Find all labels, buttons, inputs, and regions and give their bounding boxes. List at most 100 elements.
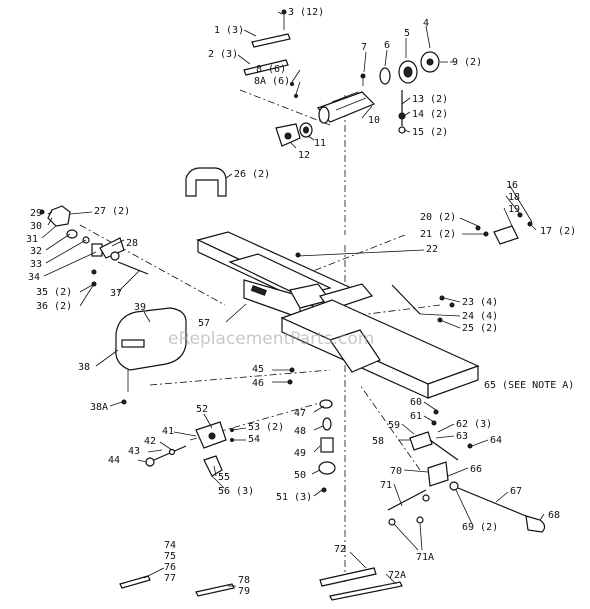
callout-75: 75 bbox=[164, 551, 176, 562]
callout-43: 43 bbox=[128, 446, 140, 457]
callout-49: 49 bbox=[294, 448, 306, 459]
drive-pin bbox=[398, 90, 406, 134]
callout-23: 23 (4) bbox=[462, 297, 498, 308]
callout-9: 9 (2) bbox=[452, 57, 482, 68]
callout-41: 41 bbox=[162, 426, 174, 437]
callout-39: 39 bbox=[134, 302, 146, 313]
callout-74: 74 bbox=[164, 540, 176, 551]
callout-24: 24 (4) bbox=[462, 311, 498, 322]
callout-53: 53 (2) bbox=[248, 422, 284, 433]
callout-56: 56 (3) bbox=[218, 486, 254, 497]
outfeed-table bbox=[280, 299, 480, 399]
knife-set bbox=[119, 567, 403, 601]
callout-76: 76 bbox=[164, 562, 176, 573]
callout-5: 5 bbox=[404, 28, 410, 39]
callout-38: 38 bbox=[78, 362, 90, 373]
callout-42: 42 bbox=[144, 436, 156, 447]
callout-48: 48 bbox=[294, 426, 306, 437]
pulley-assembly bbox=[379, 51, 448, 85]
cutterhead bbox=[316, 91, 376, 124]
callout-61: 61 bbox=[410, 411, 422, 422]
elevation-column bbox=[287, 367, 336, 493]
callout-15: 15 (2) bbox=[412, 127, 448, 138]
callout-70: 70 bbox=[390, 466, 402, 477]
callout-79: 79 bbox=[238, 586, 250, 597]
callout-30: 30 bbox=[30, 221, 42, 232]
callout-52: 52 bbox=[196, 404, 208, 415]
callout-27: 27 (2) bbox=[94, 206, 130, 217]
callout-78: 78 bbox=[238, 575, 250, 586]
callout-54: 54 bbox=[248, 434, 260, 445]
callout-45: 45 bbox=[252, 364, 264, 375]
callout-33: 33 bbox=[30, 259, 42, 270]
callout-72a: 72A bbox=[388, 570, 406, 581]
callout-66: 66 bbox=[470, 464, 482, 475]
callout-8: 8 (6) bbox=[256, 64, 286, 75]
callout-14: 14 (2) bbox=[412, 109, 448, 120]
callout-60: 60 bbox=[410, 397, 422, 408]
callout-64: 64 bbox=[490, 435, 502, 446]
callout-59: 59 bbox=[388, 420, 400, 431]
callout-72: 72 bbox=[334, 544, 346, 555]
callout-10: 10 bbox=[368, 115, 380, 126]
set-screws bbox=[290, 73, 366, 98]
callout-69: 69 (2) bbox=[462, 522, 498, 533]
callout-51: 51 (3) bbox=[276, 492, 312, 503]
callout-35: 35 (2) bbox=[36, 287, 72, 298]
depth-adjust-assembly bbox=[145, 421, 234, 477]
fence-rod bbox=[391, 284, 421, 315]
callout-44: 44 bbox=[108, 455, 120, 466]
callout-32: 32 bbox=[30, 246, 42, 257]
callout-25: 25 (2) bbox=[462, 323, 498, 334]
callout-46: 46 bbox=[252, 378, 264, 389]
cutterhead-bearing bbox=[299, 122, 313, 138]
chip-chute-part bbox=[115, 307, 187, 405]
callout-1: 1 (3) bbox=[214, 25, 244, 36]
callout-3: 3 (12) bbox=[288, 7, 324, 18]
callout-37: 37 bbox=[110, 288, 122, 299]
callout-71a: 71A bbox=[416, 552, 434, 563]
callout-18: 18 bbox=[508, 192, 520, 203]
callout-34: 34 bbox=[28, 272, 40, 283]
callout-71: 71 bbox=[380, 480, 392, 491]
callout-2: 2 (3) bbox=[208, 49, 238, 60]
callout-11: 11 bbox=[314, 138, 326, 149]
callout-7: 7 bbox=[361, 42, 367, 53]
leader-lines bbox=[41, 11, 545, 587]
callout-28: 28 bbox=[126, 238, 138, 249]
callout-68: 68 bbox=[548, 510, 560, 521]
callout-8a: 8A (6) bbox=[254, 76, 290, 87]
callout-31: 31 bbox=[26, 234, 38, 245]
callout-57: 57 bbox=[198, 318, 210, 329]
callout-62: 62 (3) bbox=[456, 419, 492, 430]
watermark-text: eReplacementParts.com bbox=[168, 329, 374, 349]
callout-22: 22 bbox=[426, 244, 438, 255]
callout-29: 29 bbox=[30, 208, 42, 219]
bearing-housing bbox=[275, 123, 301, 147]
callout-38a: 38A bbox=[90, 402, 108, 413]
screw-part bbox=[281, 9, 287, 30]
callout-63: 63 bbox=[456, 431, 468, 442]
callout-65: 65 (SEE NOTE A) bbox=[484, 380, 574, 391]
cutterhead-knife bbox=[243, 33, 291, 76]
callout-6: 6 bbox=[384, 40, 390, 51]
callout-26: 26 (2) bbox=[234, 169, 270, 180]
callout-19: 19 bbox=[508, 204, 520, 215]
callout-labels: 1 (3) 2 (3) 3 (12) 4 5 6 7 8 (6) 8A (6) … bbox=[26, 7, 576, 597]
callout-12: 12 bbox=[298, 150, 310, 161]
callout-50: 50 bbox=[294, 470, 306, 481]
callout-20: 20 (2) bbox=[420, 212, 456, 223]
callout-58: 58 bbox=[372, 436, 384, 447]
handle-part bbox=[185, 167, 227, 197]
callout-13: 13 (2) bbox=[412, 94, 448, 105]
callout-16: 16 bbox=[506, 180, 518, 191]
callout-55: 55 bbox=[218, 472, 230, 483]
fence-lock-assembly bbox=[387, 409, 546, 533]
callout-36: 36 (2) bbox=[36, 301, 72, 312]
callout-47: 47 bbox=[294, 408, 306, 419]
callout-21: 21 (2) bbox=[420, 229, 456, 240]
callout-4: 4 bbox=[423, 18, 429, 29]
callout-77: 77 bbox=[164, 573, 176, 584]
callout-67: 67 bbox=[510, 486, 522, 497]
